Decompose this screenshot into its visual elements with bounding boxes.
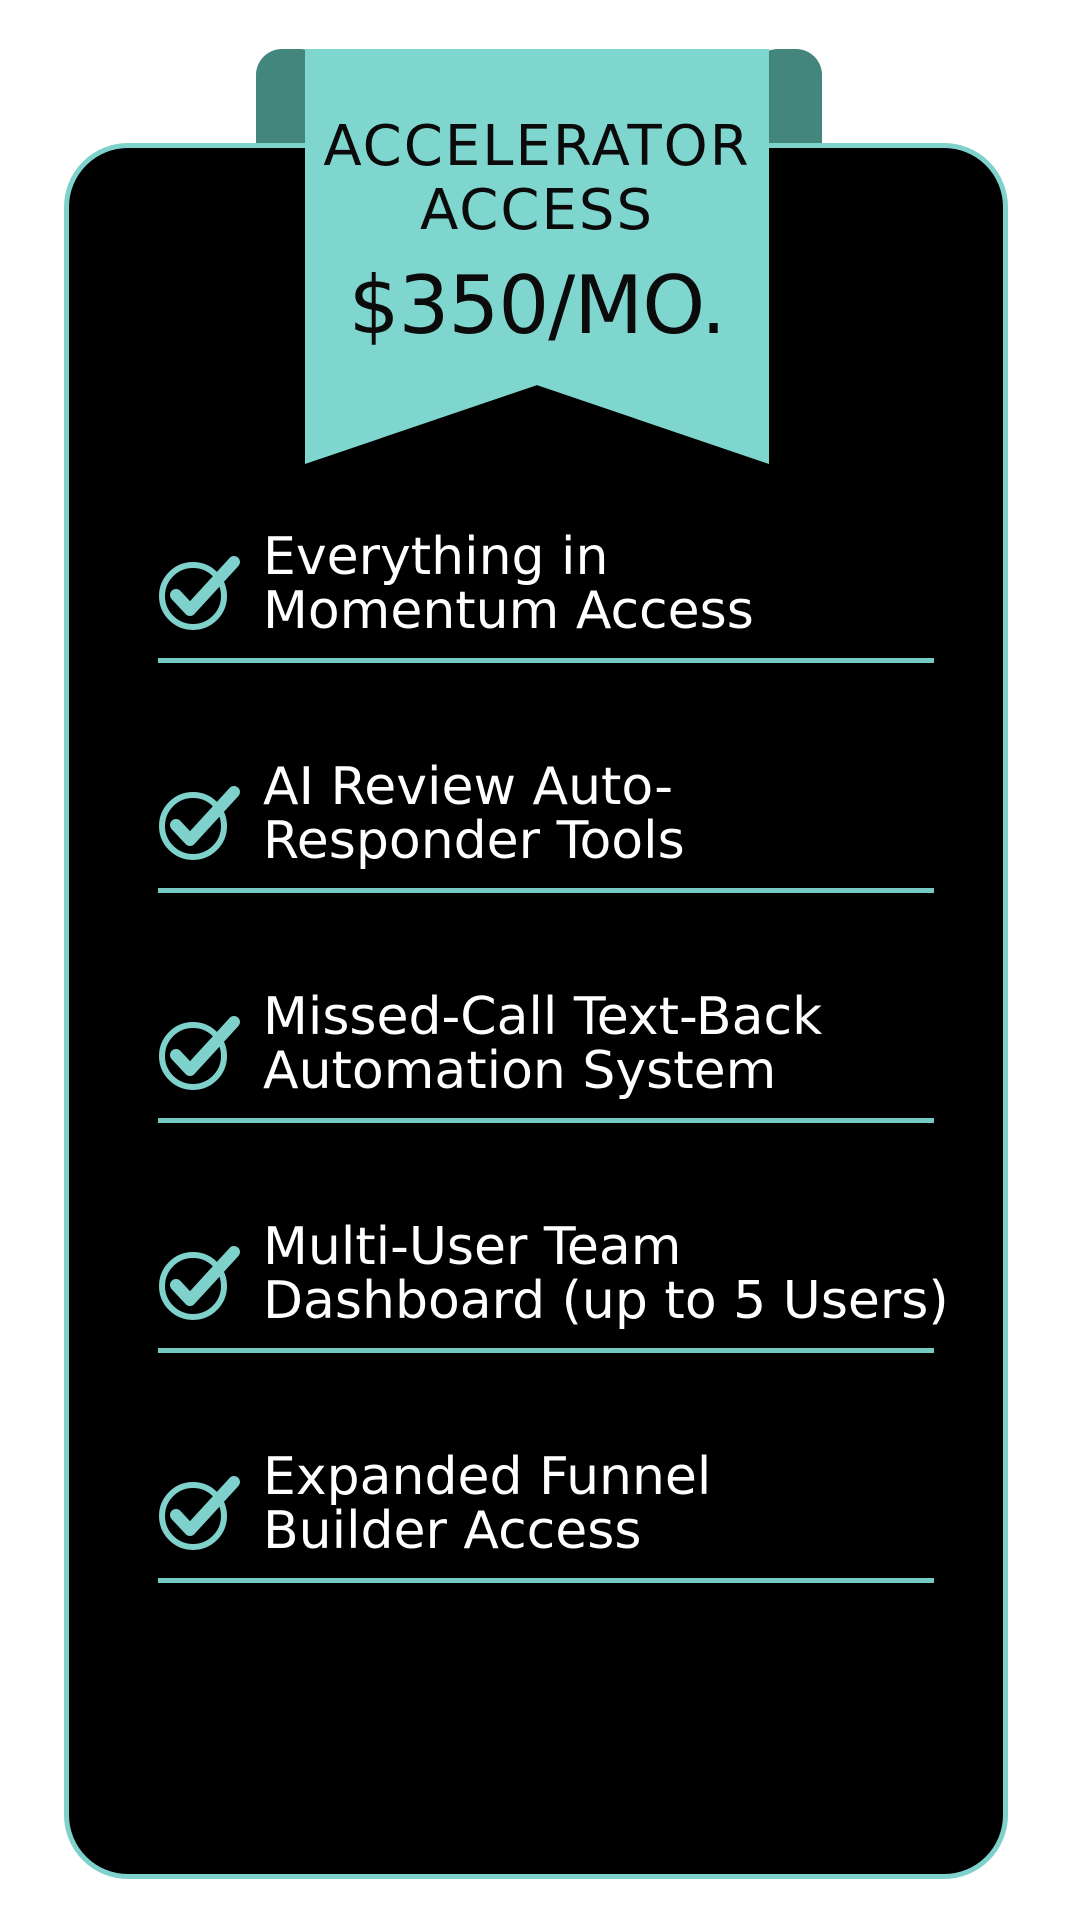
feature-label-line: Dashboard (up to 5 Users) [263, 1271, 949, 1331]
feature-label: Expanded Funnel Builder Access [263, 1450, 983, 1558]
feature-label-line: Builder Access [263, 1501, 642, 1561]
feature-item: Multi-User Team Dashboard (up to 5 Users… [158, 1220, 949, 1353]
feature-label-line: Multi-User Team [263, 1217, 682, 1277]
feature-label-line: Missed-Call Text-Back [263, 987, 823, 1047]
plan-title: ACCELERATOR ACCESS [305, 115, 769, 243]
check-circle-icon [159, 1246, 240, 1320]
plan-title-line: ACCESS [419, 178, 654, 243]
feature-item: Expanded Funnel Builder Access [158, 1450, 934, 1583]
feature-label-line: Everything in [263, 527, 609, 587]
check-circle-icon [159, 1476, 240, 1550]
feature-item: Everything in Momentum Access [158, 530, 934, 663]
feature-label-line: AI Review Auto- [263, 757, 673, 817]
feature-item: AI Review Auto- Responder Tools [158, 760, 934, 893]
feature-list: Everything in Momentum Access AI Review … [158, 530, 988, 1680]
plan-price: $350/MO. [348, 259, 727, 352]
pricing-card [64, 143, 1008, 1879]
feature-item: Missed-Call Text-Back Automation System [158, 990, 934, 1123]
check-circle-icon [159, 786, 240, 860]
plan-title-line: ACCELERATOR [323, 114, 751, 179]
feature-label: Everything in Momentum Access [263, 530, 983, 638]
feature-label: AI Review Auto- Responder Tools [263, 760, 983, 868]
feature-label: Missed-Call Text-Back Automation System [263, 990, 983, 1098]
feature-label-line: Momentum Access [263, 581, 754, 641]
check-circle-icon [159, 1016, 240, 1090]
feature-label-line: Automation System [263, 1041, 777, 1101]
feature-label-line: Responder Tools [263, 811, 685, 871]
feature-label: Multi-User Team Dashboard (up to 5 Users… [263, 1220, 983, 1328]
feature-label-line: Expanded Funnel [263, 1447, 712, 1507]
plan-ribbon: ACCELERATOR ACCESS $350/MO. [305, 49, 769, 464]
check-circle-icon [159, 556, 240, 630]
